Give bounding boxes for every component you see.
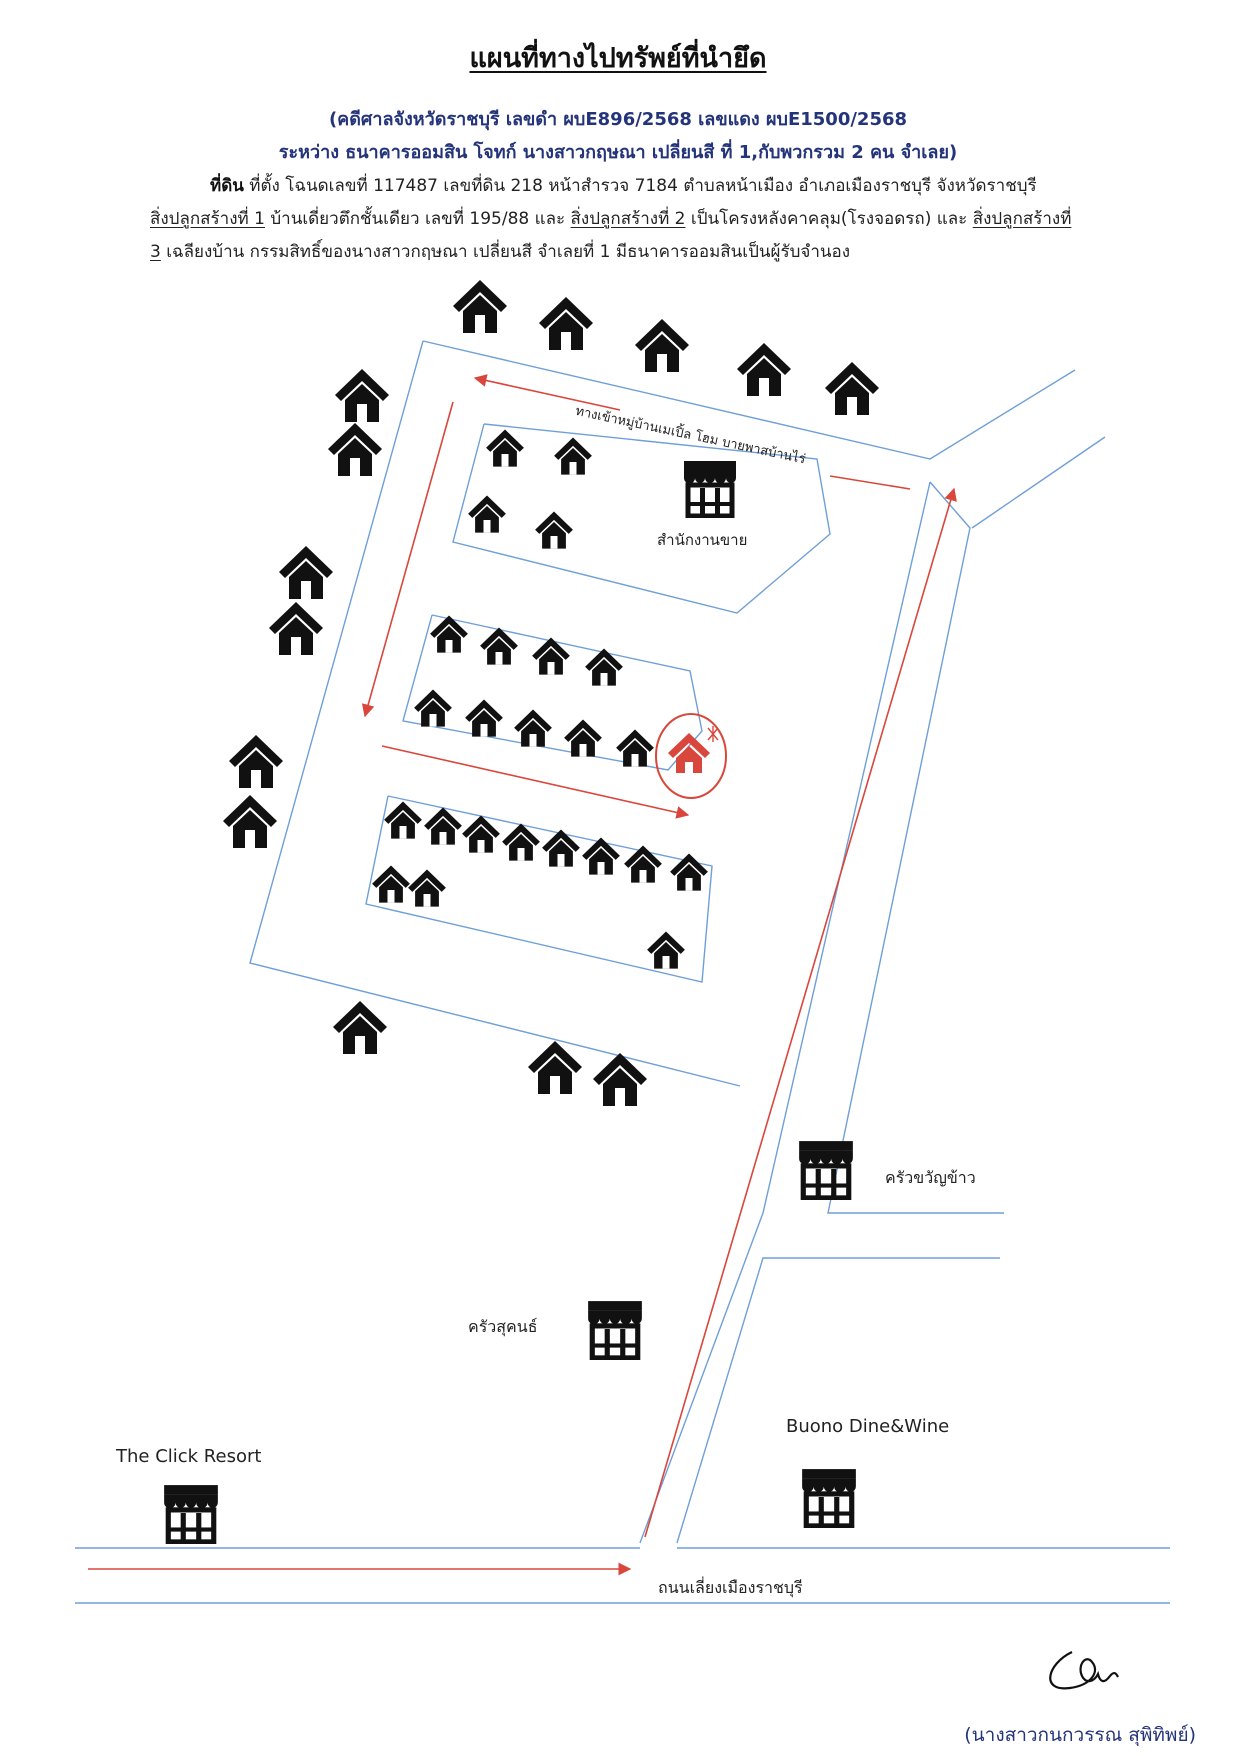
house-icon [223, 795, 277, 848]
house-icon [328, 423, 382, 476]
block-2-houses [414, 615, 654, 767]
building-1-label: สิ่งปลูกสร้างที่ 1 [150, 209, 265, 229]
land-label: ที่ดิน [210, 176, 244, 196]
house-icon [372, 865, 410, 903]
house-icon [542, 829, 580, 867]
shop-icon [164, 1485, 218, 1542]
house-icon [486, 429, 524, 467]
case-number-line: (คดีศาลจังหวัดราชบุรี เลขดำ ผบE896/2568 … [328, 109, 908, 130]
building-3-number: 3 [150, 242, 161, 262]
marker-star-icon [707, 726, 719, 742]
signature [1049, 1651, 1119, 1690]
house-icon [333, 1001, 387, 1054]
block-3-houses [372, 801, 708, 969]
land-text: ที่ตั้ง โฉนดเลขที่ 117487 เลขที่ดิน 218 … [249, 176, 1037, 196]
case-parties-line: ระหว่าง ธนาคารออมสิน โจทก์ นางสาวกฤษณา เ… [278, 142, 958, 163]
surrounding-houses [223, 280, 879, 1106]
house-icon [647, 931, 685, 969]
house-icon [465, 699, 503, 737]
resort-label: The Click Resort [116, 1446, 262, 1467]
landmark-shops [164, 1141, 856, 1542]
route-arrows [88, 374, 957, 1576]
shop-icon [588, 1301, 642, 1358]
house-icon [585, 648, 623, 686]
property-description: ที่ดิน ที่ตั้ง โฉนดเลขที่ 117487 เลขที่ด… [150, 170, 1140, 269]
house-icon [539, 297, 593, 350]
house-icon [535, 511, 573, 549]
signer-name: (นางสาวกนกวรรณ สุพิทิพย์) [964, 1724, 1196, 1746]
house-icon [269, 602, 323, 655]
house-icon [502, 823, 540, 861]
target-house-icon [668, 733, 710, 773]
house-icon [453, 280, 507, 333]
shop-icon [684, 461, 736, 516]
house-icon [414, 689, 452, 727]
building-3-text: เฉลียงบ้าน กรรมสิทธิ์ของนางสาวกฤษณา เปลี… [160, 242, 851, 262]
house-icon [528, 1041, 582, 1094]
house-icon [279, 546, 333, 599]
house-icon [462, 815, 500, 853]
house-icon [229, 735, 283, 788]
restaurant-3-label: Buono Dine&Wine [786, 1416, 950, 1437]
restaurant-2-label: ครัวสุคนธ์ [468, 1317, 538, 1336]
building-1-text: บ้านเดี่ยวตึกชั้นเดียว เลขที่ 195/88 และ [264, 209, 571, 229]
main-road-label: ถนนเลี่ยงเมืองราชบุรี [658, 1578, 803, 1597]
building-2-label: สิ่งปลูกสร้างที่ 2 [570, 209, 686, 229]
house-icon [564, 719, 602, 757]
building-2-text: เป็นโครงหลังคาคลุม(โรงจอดรถ) และ [685, 209, 973, 229]
map-title: แผนที่ทางไปทรัพย์ที่นำยึด [469, 43, 767, 74]
house-icon [624, 845, 662, 883]
house-icon [408, 869, 446, 907]
house-icon [514, 709, 552, 747]
sales-office-label: สำนักงานขาย [657, 531, 748, 549]
house-icon [468, 495, 506, 533]
target-property [655, 713, 727, 799]
restaurant-1-label: ครัวขวัญข้าว [885, 1168, 976, 1187]
road-lines [75, 340, 1170, 1604]
shop-icon [802, 1469, 856, 1526]
house-icon [582, 837, 620, 875]
house-icon [335, 369, 389, 422]
house-icon [737, 343, 791, 396]
house-icon [635, 319, 689, 372]
house-icon [554, 437, 592, 475]
shop-icon [799, 1141, 853, 1198]
house-icon [825, 362, 879, 415]
house-icon [424, 807, 462, 845]
building-3-label: สิ่งปลูกสร้างที่ [972, 209, 1072, 229]
house-icon [670, 853, 708, 891]
house-icon [384, 801, 422, 839]
